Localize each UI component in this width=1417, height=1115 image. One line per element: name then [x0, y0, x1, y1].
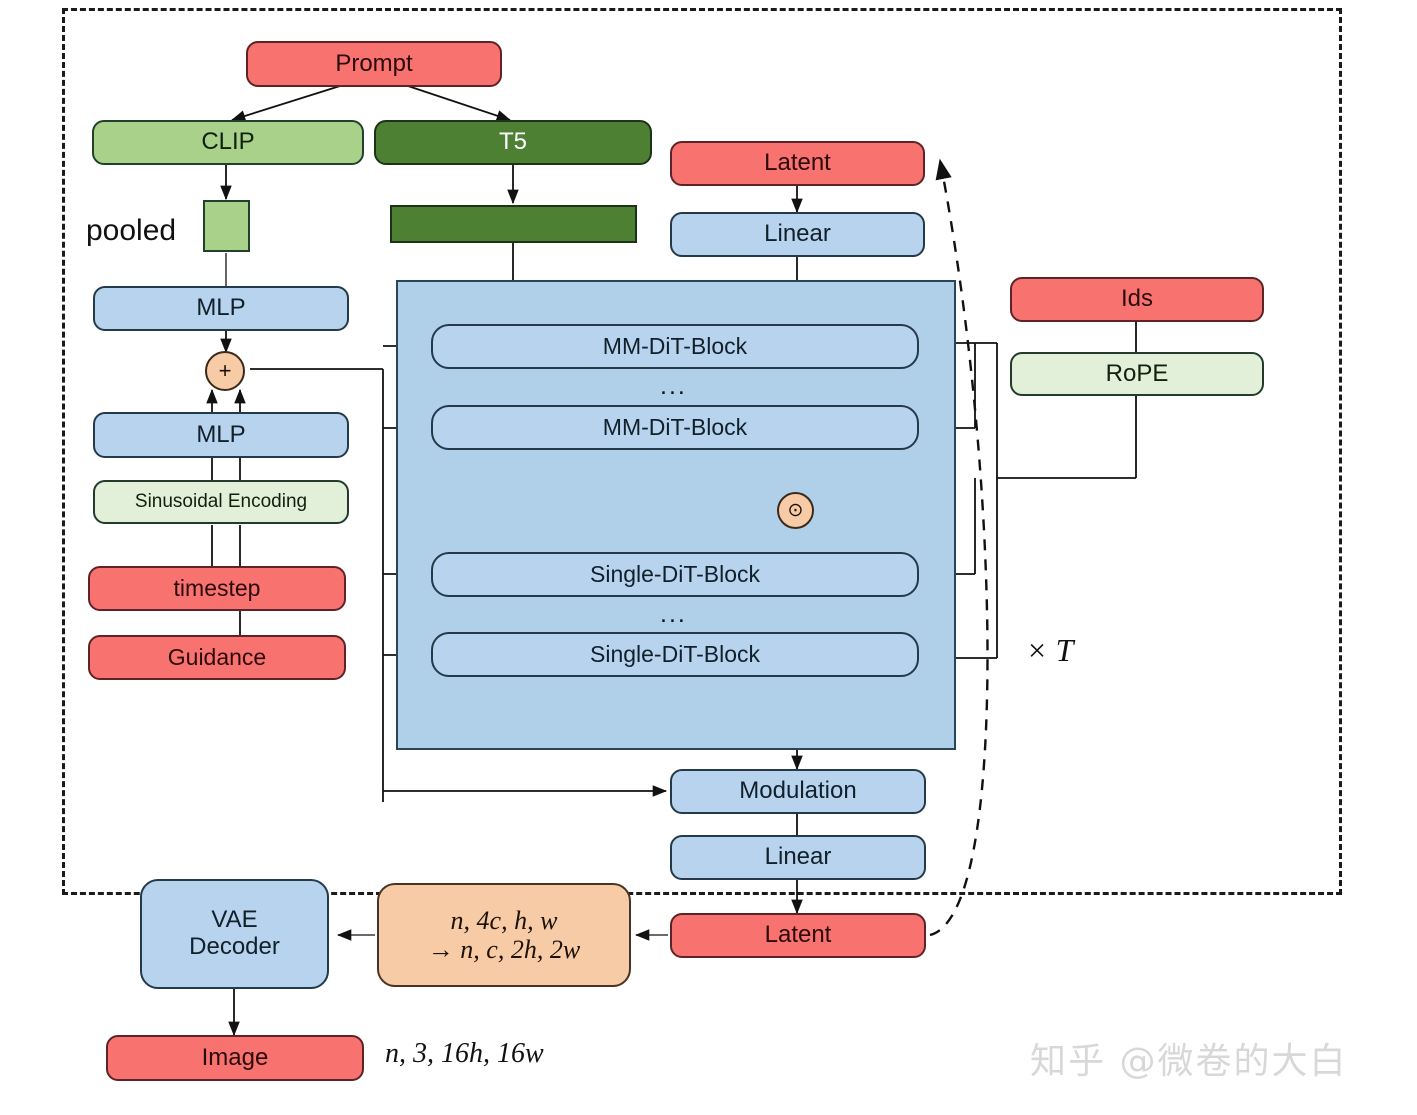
node-mlp-timestep[interactable]: MLP [93, 412, 349, 458]
combine-operator: ⊙ [777, 492, 814, 529]
node-mm-dit-block-first[interactable]: MM-DiT-Block [431, 324, 919, 369]
node-latent-input[interactable]: Latent [670, 141, 925, 186]
single-dit-ellipsis: ... [660, 600, 687, 628]
mm-dit-ellipsis: ... [660, 372, 687, 400]
node-mm-dit-block-last[interactable]: MM-DiT-Block [431, 405, 919, 450]
node-latent-output[interactable]: Latent [670, 913, 926, 958]
image-shape-label: n, 3, 16h, 16w [385, 1038, 544, 1069]
node-image[interactable]: Image [106, 1035, 364, 1081]
node-clip[interactable]: CLIP [92, 120, 364, 165]
node-clip-pooled-bar [203, 200, 250, 252]
pooled-label: pooled [86, 214, 177, 247]
node-linear-output[interactable]: Linear [670, 835, 926, 880]
node-guidance[interactable]: Guidance [88, 635, 346, 680]
node-ids[interactable]: Ids [1010, 277, 1264, 322]
denoising-loop-frame [62, 8, 1342, 895]
node-rope[interactable]: RoPE [1010, 352, 1264, 396]
node-linear-input[interactable]: Linear [670, 212, 925, 257]
node-reshape: n, 4c, h, w → n, c, 2h, 2w [377, 883, 631, 987]
node-t5-embedding-bar [390, 205, 637, 243]
watermark: 知乎 @微卷的大白 [1030, 1041, 1348, 1082]
loop-count-label: × T [1026, 632, 1074, 668]
node-single-dit-block-first[interactable]: Single-DiT-Block [431, 552, 919, 597]
node-timestep[interactable]: timestep [88, 566, 346, 611]
add-operator: + [205, 351, 245, 391]
node-prompt[interactable]: Prompt [246, 41, 502, 87]
node-single-dit-block-last[interactable]: Single-DiT-Block [431, 632, 919, 677]
node-t5[interactable]: T5 [374, 120, 652, 165]
node-mlp-pooled[interactable]: MLP [93, 286, 349, 331]
node-sinusoidal-encoding[interactable]: Sinusoidal Encoding [93, 480, 349, 524]
node-modulation[interactable]: Modulation [670, 769, 926, 814]
node-vae-decoder[interactable]: VAE Decoder [140, 879, 329, 989]
